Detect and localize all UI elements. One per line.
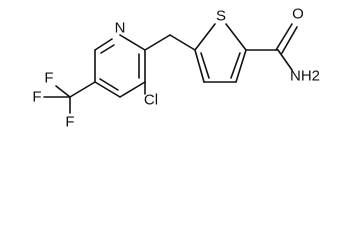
amide-nh2-label: NH2: [290, 68, 320, 85]
chloro-label: Cl: [144, 92, 158, 109]
bond-c6-n: [94, 38, 113, 51]
bond-c4-c5-inner: [99, 78, 119, 91]
fluorine-top-label: F: [44, 70, 53, 87]
bonds: [43, 23, 298, 114]
bond-c4t-c5t-inner: [200, 52, 210, 79]
bond-c3-c4: [119, 81, 146, 98]
bond-c-nh2: [277, 49, 293, 71]
bond-c6-n-inner: [100, 44, 115, 54]
bond-ch2-thiophene: [169, 34, 196, 51]
ring-nitrogen-label: N: [115, 20, 126, 37]
sulfur-label: S: [216, 8, 226, 25]
bond-n-c2: [119, 34, 146, 51]
bond-c2t-c3t: [235, 49, 247, 83]
bond-c-f-top: [55, 85, 71, 98]
bond-c-o-1: [275, 23, 293, 51]
fluorine-left-label: F: [32, 89, 41, 106]
bond-c-o-2: [281, 26, 298, 54]
bond-s-c2t: [225, 23, 247, 51]
atom-labels: N S O NH2 Cl F F F: [32, 6, 320, 131]
bond-c4t-c5t: [194, 49, 205, 83]
oxygen-label: O: [292, 6, 304, 23]
chemical-structure: N S O NH2 Cl F F F: [32, 6, 320, 131]
bond-c2-ch2: [144, 34, 171, 51]
bond-c5-cf3: [69, 81, 96, 98]
bond-c2t-c3t-inner: [230, 52, 241, 79]
fluorine-bottom-label: F: [65, 114, 74, 131]
bond-c5t-s: [194, 23, 216, 51]
bond-c4-c5: [94, 81, 121, 98]
